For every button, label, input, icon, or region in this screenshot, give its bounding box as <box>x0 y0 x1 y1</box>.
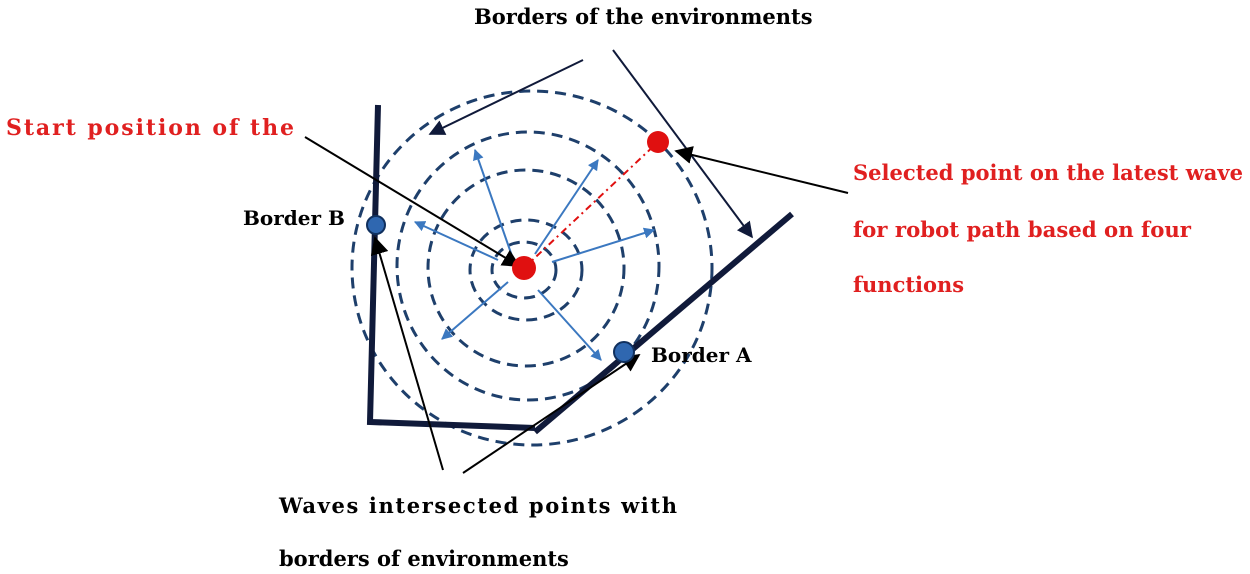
selected-point-icon <box>647 131 669 153</box>
wave-arrow <box>537 289 602 361</box>
start-point-icon <box>512 256 536 280</box>
label-borders-env: Borders of the environments <box>474 4 813 29</box>
label-border-b: Border B <box>243 206 345 230</box>
border-a-intersection-icon <box>613 341 635 363</box>
waves-pointer-arrow-b <box>370 236 444 471</box>
label-border-a: Border A <box>651 343 752 367</box>
wave-2 <box>468 218 584 322</box>
wave-arrow <box>413 221 499 261</box>
wave-4 <box>395 130 661 402</box>
start-pointer-arrow <box>304 136 521 267</box>
label-start-position: Start position of the <box>6 115 294 141</box>
label-selected-line3: functions <box>853 272 964 297</box>
wave-arrow <box>473 148 513 257</box>
robot-path-line <box>523 141 659 269</box>
wave-1 <box>490 240 558 300</box>
label-waves-line2: borders of environments <box>279 546 569 571</box>
waves <box>350 89 714 447</box>
selected-pointer-arrow <box>674 146 849 194</box>
wave-arrow <box>551 227 656 263</box>
border-b-intersection-icon <box>366 215 386 235</box>
wave-arrow <box>441 281 509 340</box>
wave-arrow <box>534 159 599 255</box>
wave-3 <box>426 168 626 368</box>
label-selected-line2: for robot path based on four <box>853 217 1192 242</box>
border-arrow-right <box>612 49 753 239</box>
border-arrow-left <box>428 59 584 135</box>
border-b-line <box>366 104 536 431</box>
waves-pointer-arrow-a <box>462 353 641 474</box>
label-waves-line1: Waves intersected points with <box>278 493 677 518</box>
label-selected-line1: Selected point on the latest wave <box>853 160 1243 185</box>
wave-5 <box>350 89 714 447</box>
propagation-arrows <box>413 148 656 361</box>
